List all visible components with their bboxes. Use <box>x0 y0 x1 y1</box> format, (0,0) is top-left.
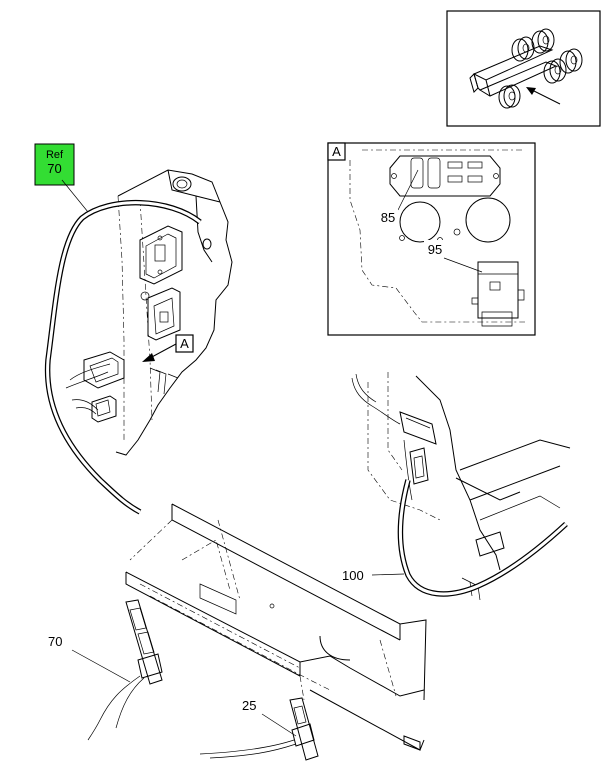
location-arrow-icon <box>526 87 561 105</box>
ref-70-tag[interactable]: Ref 70 <box>34 143 75 186</box>
ref-tag-line1: Ref <box>46 149 64 161</box>
callout-70: 70 <box>48 634 62 649</box>
detail-view-a: A 85 95 <box>327 142 536 336</box>
locator-frame <box>446 10 601 127</box>
chassis-sketch <box>469 28 583 109</box>
view-a-indicator: A <box>142 334 194 362</box>
callout-95: 95 <box>428 242 442 257</box>
lower-left-connector: 70 <box>48 599 163 741</box>
ref-tag-line2: 70 <box>47 161 61 176</box>
mounting-bracket-assembly <box>83 169 233 456</box>
detail-frame <box>327 142 536 336</box>
vehicle-locator-inset <box>446 10 601 127</box>
callout-85: 85 <box>381 210 395 225</box>
view-a-label: A <box>180 336 189 351</box>
right-bracket-assembly <box>367 372 571 601</box>
lower-right-connector: 25 <box>199 697 319 761</box>
detail-letter: A <box>332 144 341 159</box>
wire-harness-right: 100 <box>342 373 568 597</box>
callout-25: 25 <box>242 698 256 713</box>
callout-100: 100 <box>342 568 364 583</box>
wire-harness-left <box>44 179 202 515</box>
crossmember <box>125 503 427 751</box>
